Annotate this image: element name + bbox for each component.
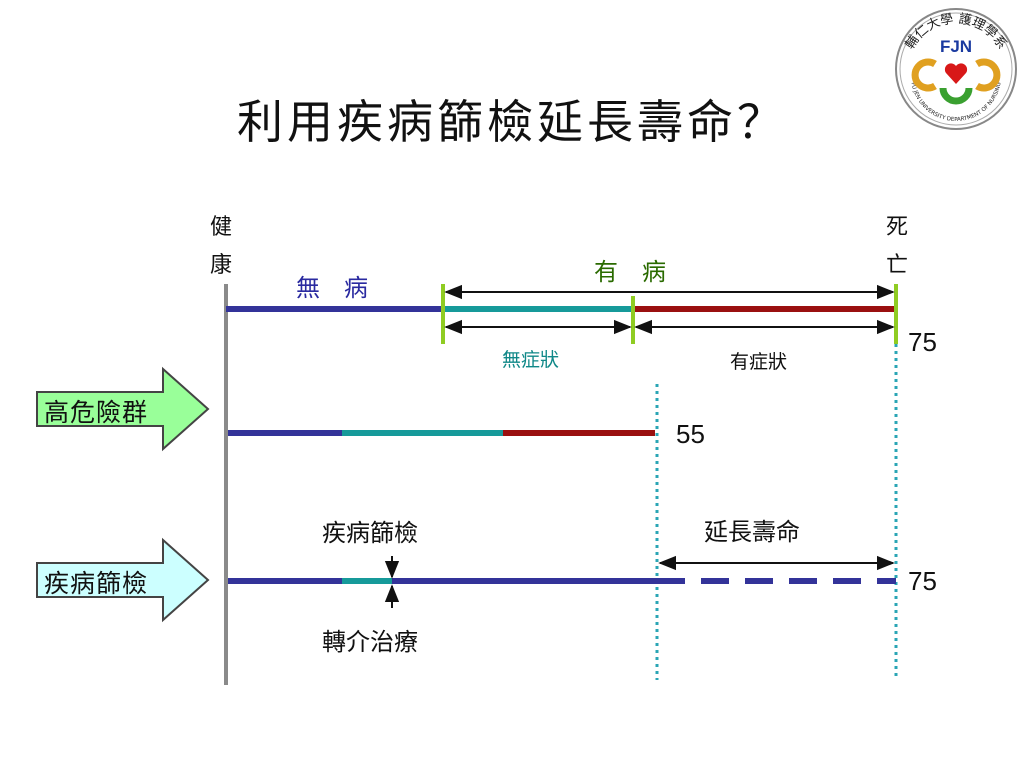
asymptomatic-label: 無症狀 xyxy=(502,349,560,371)
logo-acronym: FJN xyxy=(940,37,972,56)
slide-title: 利用疾病篩檢延長壽命？ xyxy=(237,95,787,149)
screening-age-label: 75 xyxy=(908,566,937,596)
health-label-top: 健 xyxy=(210,215,233,240)
high-risk-group-label: 高危險群 xyxy=(44,398,149,427)
normal-age-label: 75 xyxy=(908,327,937,357)
referral-event-label: 轉介治療 xyxy=(322,628,418,656)
screening-group-label: 疾病篩檢 xyxy=(44,569,149,598)
death-label-top: 死 xyxy=(886,215,909,240)
high-risk-block-arrow xyxy=(36,366,210,452)
university-logo: 輔仁大學 護理學系 FU JEN UNIVERSITY DEPARTMENT O… xyxy=(895,8,1017,130)
high-risk-age-label: 55 xyxy=(676,419,705,449)
logo-heart-icon xyxy=(944,63,968,84)
disease-label: 有 病 xyxy=(594,258,666,286)
health-label-bottom: 康 xyxy=(210,253,233,278)
screening-event-label: 疾病篩檢 xyxy=(322,519,418,547)
screening-block-arrow xyxy=(36,537,210,623)
logo-c-left xyxy=(911,58,937,92)
logo-c-right xyxy=(975,58,1001,92)
symptomatic-label: 有症狀 xyxy=(730,351,788,373)
death-label-bottom: 亡 xyxy=(886,253,909,278)
logo-u-bottom xyxy=(939,87,973,105)
extended-life-label: 延長壽命 xyxy=(704,518,800,546)
no-disease-label: 無 病 xyxy=(296,274,368,302)
